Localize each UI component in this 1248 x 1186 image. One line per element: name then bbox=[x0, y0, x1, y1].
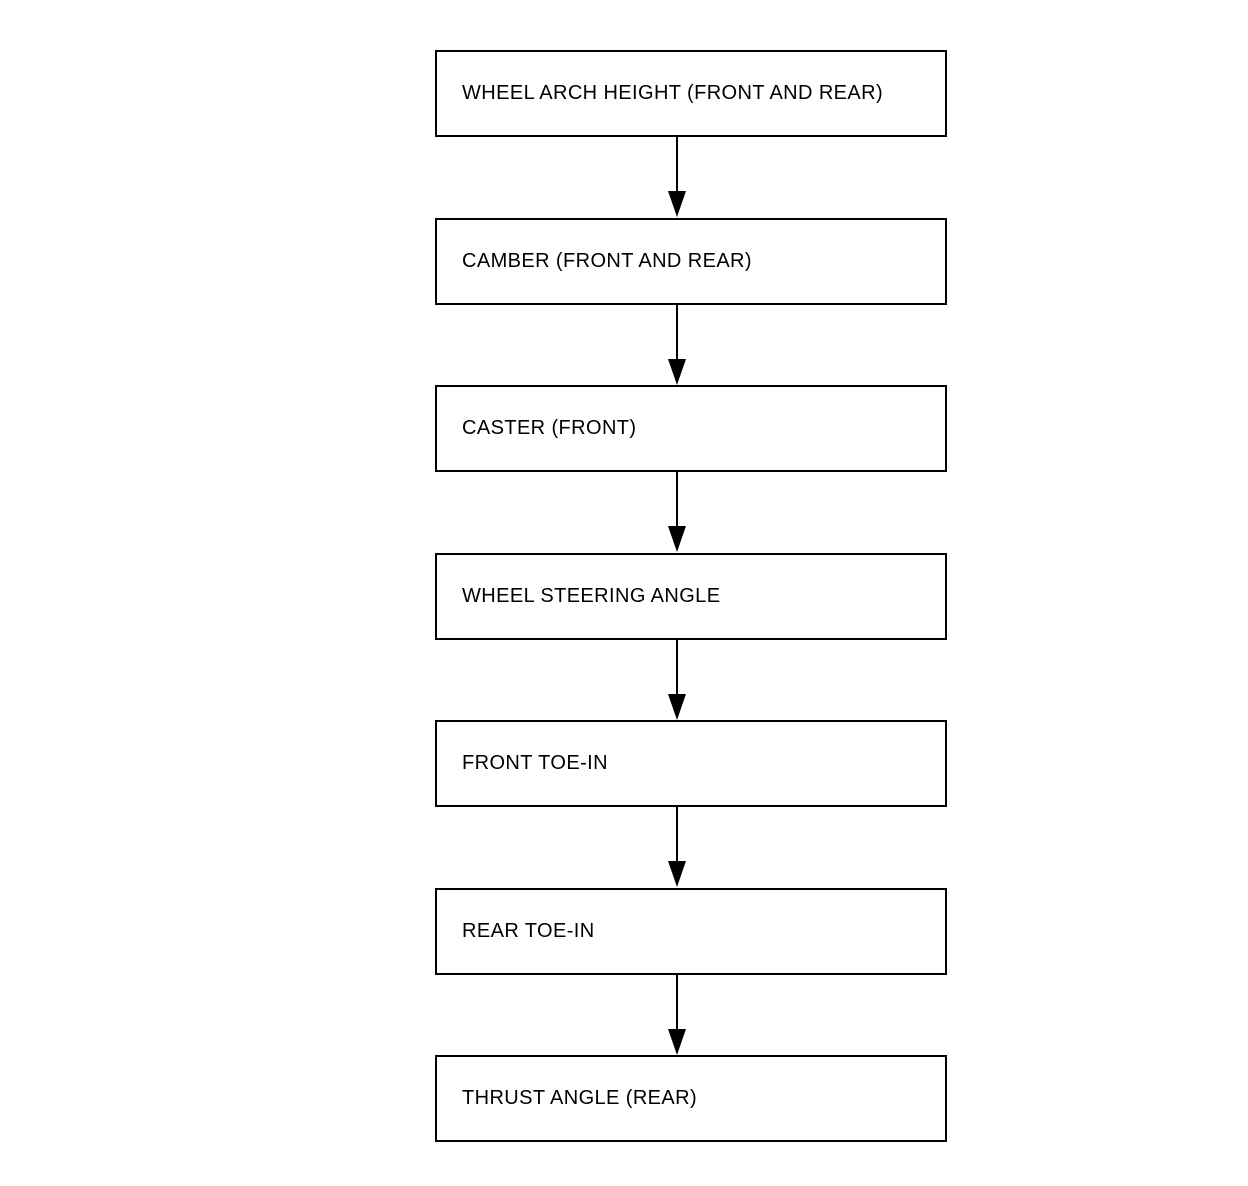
flowchart: WHEEL ARCH HEIGHT (FRONT AND REAR) CAMBE… bbox=[435, 50, 947, 1142]
flow-step-caster: CASTER (FRONT) bbox=[435, 385, 947, 472]
arrow-down-icon bbox=[668, 1028, 686, 1055]
arrow-down-icon bbox=[668, 861, 686, 887]
arrow-line bbox=[676, 807, 678, 862]
flow-step-wheel-arch-height: WHEEL ARCH HEIGHT (FRONT AND REAR) bbox=[435, 50, 947, 137]
arrow-line bbox=[676, 304, 678, 360]
arrow-line bbox=[676, 974, 678, 1030]
flow-step-label: REAR TOE-IN bbox=[462, 919, 595, 942]
flow-step-label: CAMBER (FRONT AND REAR) bbox=[462, 249, 752, 272]
arrow-connector bbox=[435, 974, 947, 1056]
flow-step-wheel-steering-angle: WHEEL STEERING ANGLE bbox=[435, 552, 947, 640]
flow-step-label: WHEEL STEERING ANGLE bbox=[462, 584, 721, 607]
flow-step-label: WHEEL ARCH HEIGHT (FRONT AND REAR) bbox=[462, 82, 884, 104]
arrow-connector bbox=[435, 137, 947, 218]
arrow-down-icon bbox=[668, 191, 686, 217]
flow-step-label: THRUST ANGLE (REAR) bbox=[462, 1087, 698, 1109]
arrow-connector bbox=[435, 807, 947, 888]
arrow-connector bbox=[435, 304, 947, 386]
flow-step-rear-toe-in: REAR TOE-IN bbox=[435, 887, 947, 975]
arrow-down-icon bbox=[668, 693, 686, 720]
arrow-connector bbox=[435, 639, 947, 721]
arrow-connector bbox=[435, 472, 947, 553]
arrow-line bbox=[676, 472, 678, 527]
arrow-down-icon bbox=[668, 358, 686, 385]
arrow-down-icon bbox=[668, 526, 686, 552]
arrow-line bbox=[676, 639, 678, 695]
flow-step-camber: CAMBER (FRONT AND REAR) bbox=[435, 217, 947, 305]
flow-step-front-toe-in: FRONT TOE-IN bbox=[435, 720, 947, 807]
flow-step-thrust-angle: THRUST ANGLE (REAR) bbox=[435, 1055, 947, 1142]
flow-step-label: FRONT TOE-IN bbox=[462, 752, 608, 774]
flow-step-label: CASTER (FRONT) bbox=[462, 417, 637, 439]
arrow-line bbox=[676, 137, 678, 192]
